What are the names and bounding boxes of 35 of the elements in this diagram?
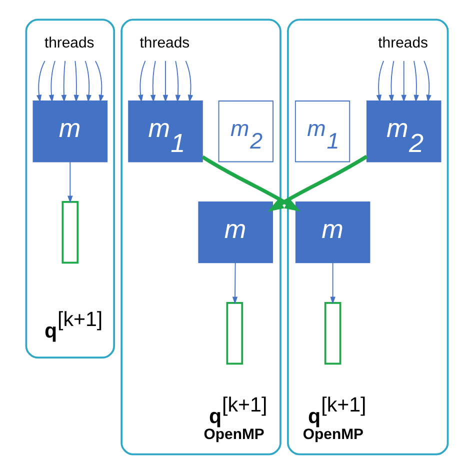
- arrow: [268, 154, 368, 212]
- arrow: [232, 262, 238, 304]
- node-box: m: [295, 201, 370, 264]
- arrow: [138, 60, 146, 102]
- arrow: [48, 60, 56, 102]
- node-box: m: [198, 201, 273, 264]
- node-text: threads: [378, 34, 428, 52]
- node-box: [324, 302, 342, 365]
- arrow: [388, 60, 394, 102]
- arrow: [162, 60, 168, 102]
- node-box: [62, 201, 79, 264]
- arrow: [150, 60, 156, 102]
- arrow: [401, 60, 406, 102]
- arrow: [94, 60, 104, 102]
- arrow: [185, 60, 194, 102]
- node-label: OpenMP: [204, 426, 264, 444]
- node-box: [226, 302, 244, 365]
- arrow: [68, 161, 73, 204]
- node-label: OpenMP: [302, 426, 364, 444]
- arrow: [424, 60, 432, 102]
- arrow: [61, 60, 67, 102]
- arrow: [414, 60, 419, 102]
- node-box: m: [32, 100, 108, 162]
- arrow: [74, 60, 79, 102]
- arrow: [202, 155, 301, 212]
- arrow: [36, 60, 46, 102]
- arrow: [376, 60, 384, 102]
- node-text: threads: [44, 34, 94, 52]
- arrow: [84, 60, 92, 102]
- arrow: [330, 262, 336, 304]
- cluster: [25, 18, 116, 359]
- cluster: [120, 18, 282, 456]
- arrow: [175, 60, 181, 102]
- cluster: [287, 18, 449, 456]
- node-text: threads: [140, 34, 190, 52]
